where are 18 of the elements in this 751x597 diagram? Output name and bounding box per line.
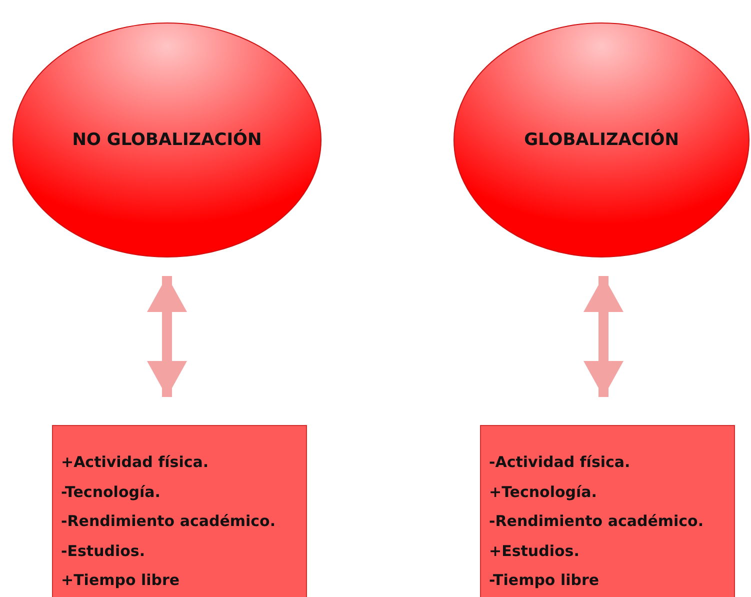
list-item: +Tecnología. bbox=[489, 482, 598, 502]
list-item: -Rendimiento académico. bbox=[489, 511, 705, 532]
text-box bbox=[480, 425, 735, 597]
node-title: GLOBALIZACIÓN bbox=[524, 130, 679, 150]
text-box bbox=[52, 425, 307, 597]
list-item: +Tiempo libre bbox=[61, 570, 181, 591]
list-item: +Actividad física. bbox=[61, 452, 210, 473]
list-item: -Tecnología. bbox=[61, 482, 162, 502]
double-arrow bbox=[147, 276, 187, 397]
node-title: NO GLOBALIZACIÓN bbox=[72, 130, 262, 150]
list-item: -Rendimiento académico. bbox=[61, 511, 277, 532]
list-item: -Actividad física. bbox=[489, 452, 632, 473]
double-arrow bbox=[584, 276, 624, 397]
list-item: +Estudios. bbox=[489, 540, 580, 562]
list-item: -Estudios. bbox=[61, 540, 146, 562]
ellipse-node bbox=[12, 22, 322, 258]
list-item: -Tiempo libre bbox=[489, 570, 600, 591]
ellipse-node bbox=[453, 22, 750, 258]
